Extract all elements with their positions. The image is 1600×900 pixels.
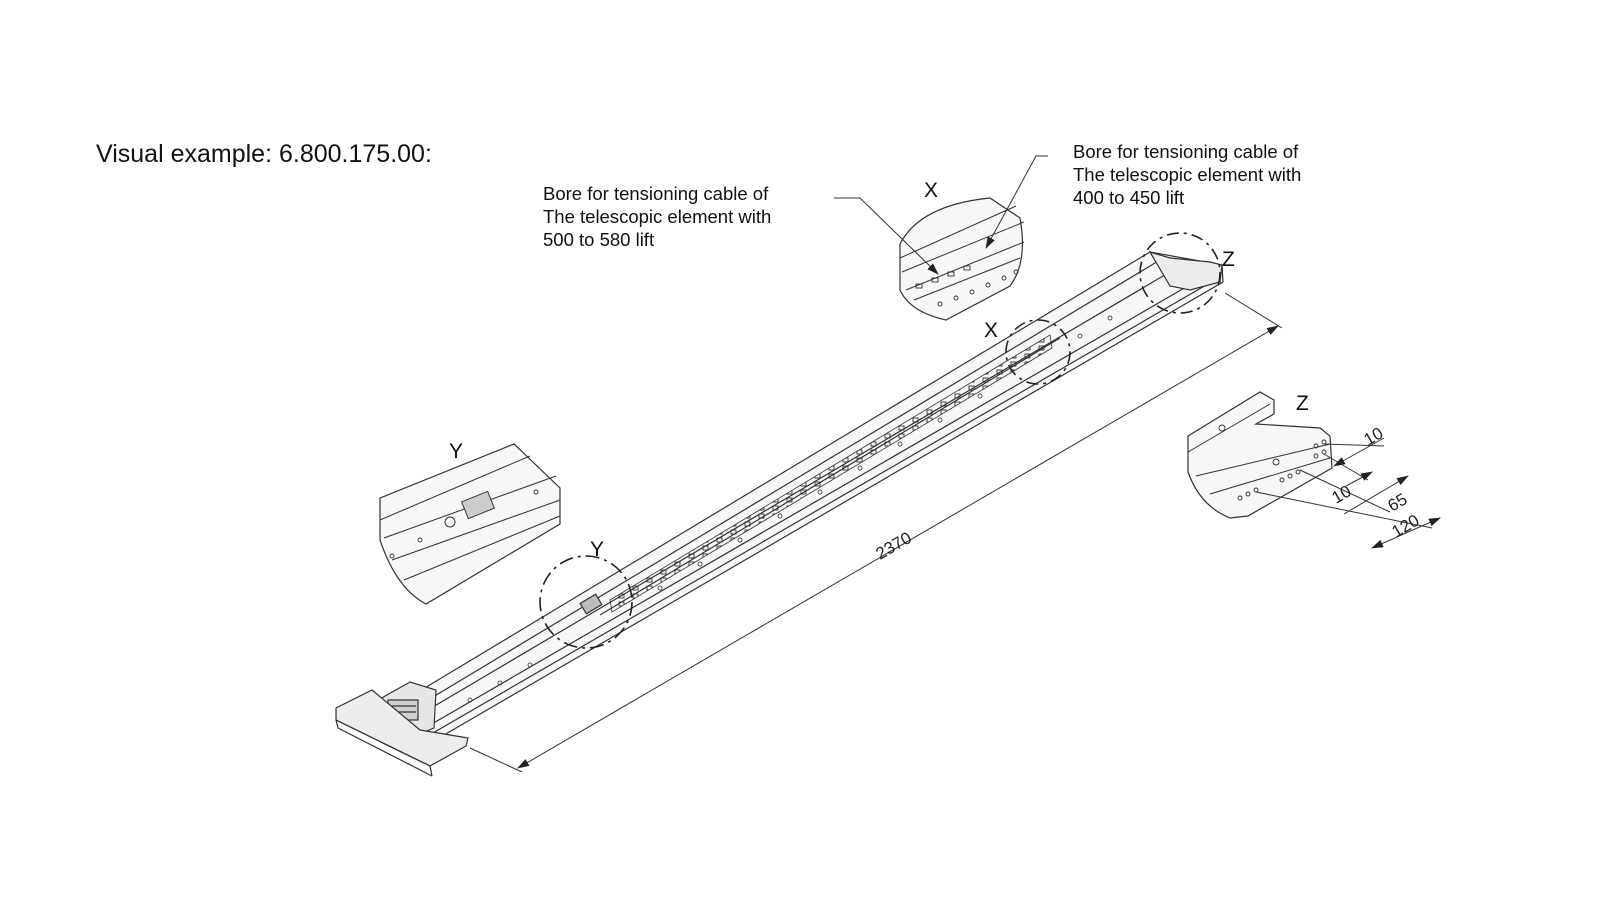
page-title: Visual example: 6.800.175.00: [96, 140, 432, 168]
dimension-2370-label: 2370 [873, 528, 915, 563]
detail-circle-z [1139, 232, 1221, 314]
bore-note-400-450-line-3: 400 to 450 lift [1073, 187, 1185, 208]
bore-note-500-580-line-2: The telescopic element with [543, 206, 772, 227]
leader-line-bore-400-450 [985, 155, 1048, 249]
dimension-overall-length: 2370 [469, 292, 1283, 773]
detail-x-view: X [899, 179, 1025, 321]
bore-note-400-450-line-2: The telescopic element with [1073, 164, 1302, 185]
bore-note-500-580-line-3: 500 to 580 lift [543, 229, 655, 250]
bore-note-400-450: Bore for tensioning cable of The telesco… [1073, 140, 1301, 209]
label-z-detail: Z [1296, 392, 1309, 415]
leader-line-bore-500-580 [834, 197, 939, 275]
label-y-detail: Y [449, 440, 463, 463]
label-z-main: Z [1222, 248, 1235, 271]
label-x-main: X [984, 319, 998, 342]
label-y-main: Y [590, 538, 604, 561]
bore-note-500-580: Bore for tensioning cable of The telesco… [543, 182, 771, 251]
bore-note-500-580-line-1: Bore for tensioning cable of [543, 183, 769, 204]
detail-y-view: Y [379, 440, 561, 605]
bore-note-400-450-line-1: Bore for tensioning cable of [1073, 141, 1299, 162]
label-x-detail: X [924, 179, 938, 202]
detail-z-view: Z 10 10 65 120 [1187, 391, 1441, 549]
